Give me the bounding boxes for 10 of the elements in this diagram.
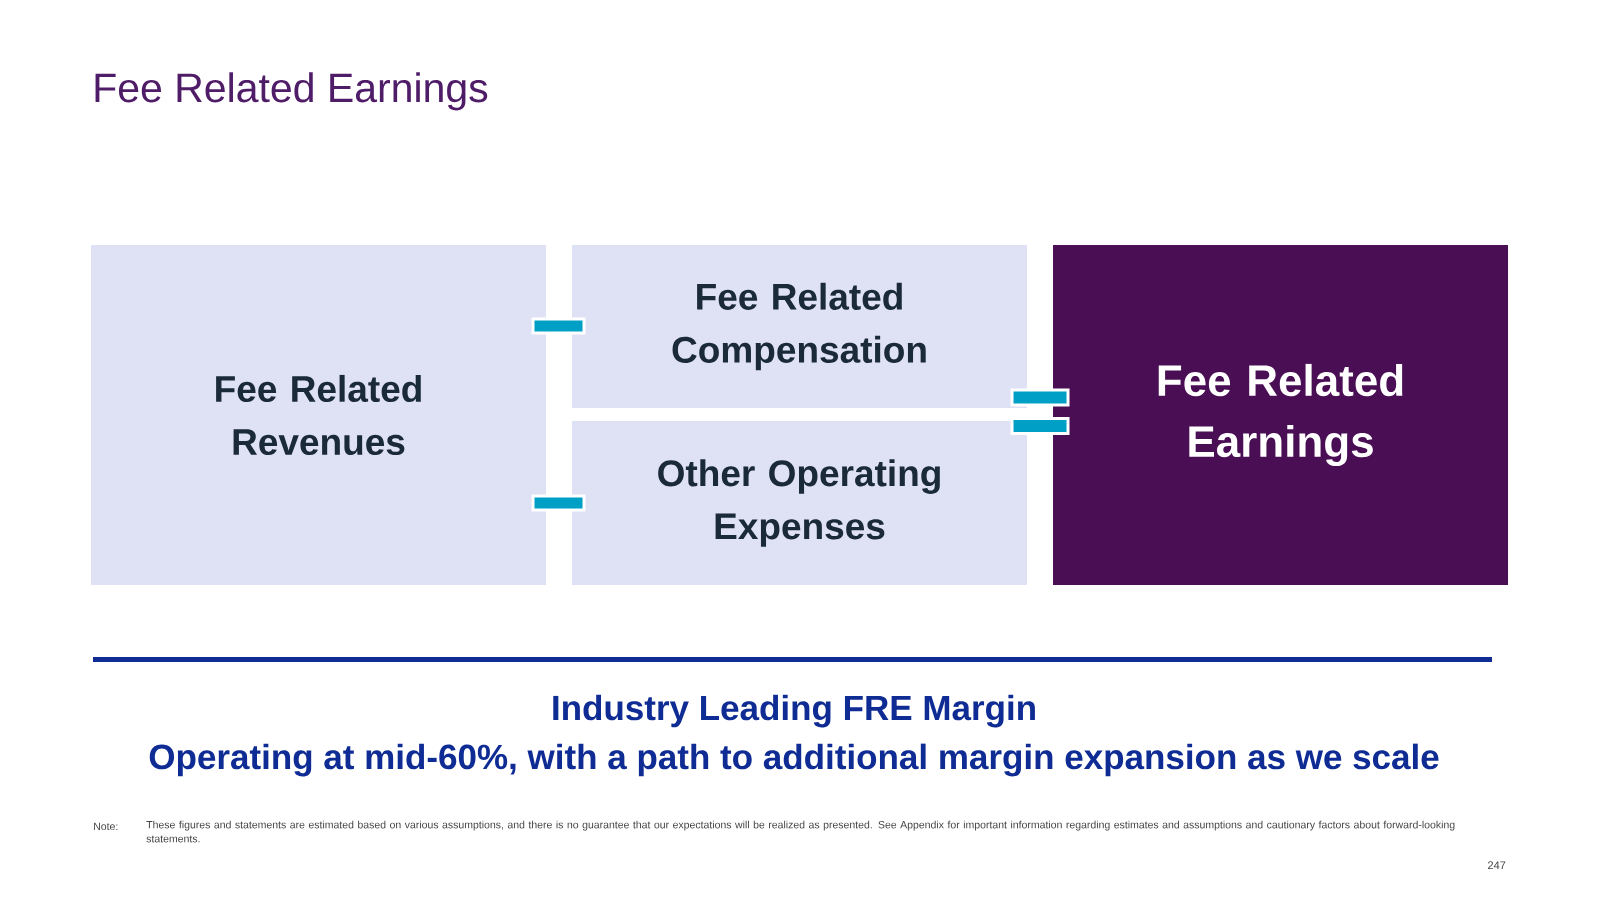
subheading: Operating at mid-60%, with a path to additional margin expansion as we scale	[149, 743, 1439, 777]
page-number: 247	[1488, 861, 1506, 869]
title: Fee Related Earnings	[95, 72, 488, 111]
note-label: Note:	[94, 822, 118, 831]
note-text: These figures and statements are estimated based on various assumptions, and there is no guarantee that our expectations will be realized as presented. See Appendix for important information regarding estimates and assumptions and cautionary factors about forward-looking statements.	[146, 820, 1455, 843]
term-box: Fee Related Revenues	[91, 245, 546, 585]
heading: Industry Leading FRE Margin	[553, 694, 1035, 728]
term-box: Other Operating Expenses	[572, 421, 1027, 585]
result-box: Fee Related Earnings	[1053, 245, 1508, 585]
term-box: Fee Related Compensation	[572, 245, 1027, 408]
